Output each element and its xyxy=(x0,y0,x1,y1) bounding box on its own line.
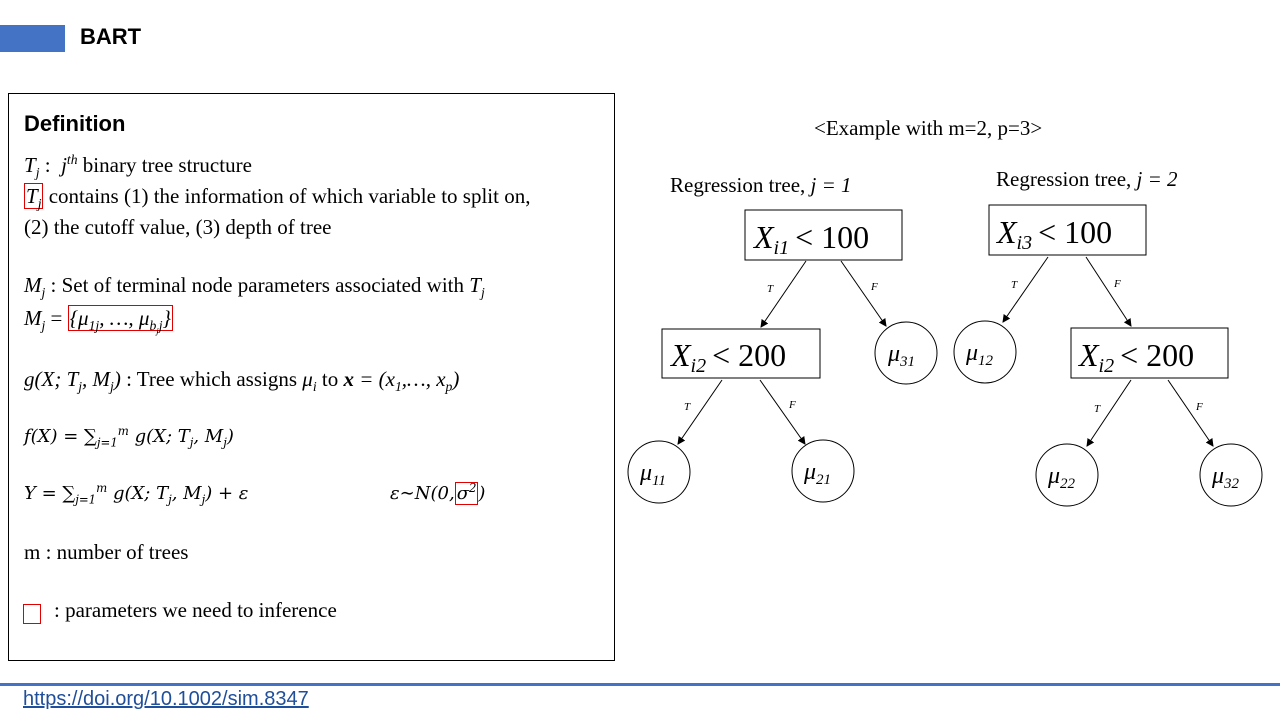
tree1-leaf-mu31 xyxy=(874,321,938,385)
tree2-leaf-mu22 xyxy=(1035,443,1099,507)
tree2-leaf-mu22-label: μ22 xyxy=(1047,463,1076,492)
title-accent-bar xyxy=(0,25,65,52)
legend-red-box xyxy=(23,604,41,624)
jth-symbol: jth xyxy=(61,152,78,177)
mj-set-highlight: {μ1j, …, μbjj} xyxy=(67,305,173,336)
tree1-root-false-label: F xyxy=(870,281,878,293)
tree2-root-false-edge xyxy=(1085,256,1132,327)
tree1-internal-true-label: T xyxy=(684,401,691,413)
example-title: <Example with m=2, p=3> xyxy=(814,116,1043,140)
definition-box xyxy=(8,93,615,661)
tree2-internal-false-label: F xyxy=(1195,401,1203,413)
tree1-leaf-mu31-label: μ31 xyxy=(887,341,915,370)
mj-symbol: Mj xyxy=(24,273,46,301)
y-model-equation: Y = ∑j=1m g(X; Tj, Mj) + ε xyxy=(24,481,249,507)
g-function: g(X; Tj, Mj) xyxy=(24,367,121,395)
tree1-root-node xyxy=(744,209,903,261)
g-definition-text: : Tree which assigns xyxy=(126,367,298,391)
definition-heading: Definition xyxy=(24,111,126,136)
tree2-leaf-mu32 xyxy=(1199,443,1263,507)
tj-symbol-2: Tj xyxy=(469,273,485,301)
m-trees-line: m : number of trees xyxy=(24,540,189,564)
tj-definition-text: binary tree structure xyxy=(82,153,252,177)
mj-set-line: Mj = {μ1j, …, μbjj} xyxy=(24,305,173,336)
tree2-internal-true-edge xyxy=(1086,379,1132,447)
mj-symbol-2: Mj xyxy=(24,306,46,334)
legend-text: : parameters we need to inference xyxy=(54,598,337,622)
tree1-root-label: Xi1< 100 xyxy=(752,219,869,259)
g-to-text: to xyxy=(321,367,339,391)
bottom-accent-rule xyxy=(0,683,1280,686)
tree2-title: Regression tree, j = 2 xyxy=(996,167,1178,191)
tree1-internal-false-edge xyxy=(759,379,806,445)
error-distribution: ε∼N(0,σ2) xyxy=(390,481,486,505)
tree1-root-false-edge xyxy=(840,260,887,327)
mj-definition-line: Mj : Set of terminal node parameters ass… xyxy=(24,273,485,301)
tree1-leaf-mu11-label: μ11 xyxy=(639,460,666,489)
tree2-leaf-mu12-label: μ12 xyxy=(965,340,994,369)
tree1-root-true-label: T xyxy=(767,283,774,295)
tj-parameter-highlight: Tj xyxy=(24,183,44,212)
tree1-leaf-mu11 xyxy=(627,440,691,504)
tree2-internal-node xyxy=(1070,327,1229,379)
f-sum-equation: f(X) = ∑j=1m g(X; Tj, Mj) xyxy=(24,424,234,450)
doi-link[interactable]: https://doi.org/10.1002/sim.8347 xyxy=(23,688,309,710)
tree1-root-true-edge xyxy=(760,260,807,328)
tree2-internal-false-edge xyxy=(1167,379,1214,447)
tree2-internal-label: Xi2< 200 xyxy=(1077,337,1194,377)
tree2-root-true-edge xyxy=(1002,256,1049,323)
tree1-title: Regression tree, j = 1 xyxy=(670,173,852,197)
tree2-root-label: Xi3< 100 xyxy=(995,214,1112,254)
tj-definition-line: Tj : jth binary tree structure xyxy=(24,152,252,181)
tree1-internal-node xyxy=(661,328,821,379)
tree2-leaf-mu12 xyxy=(953,320,1017,384)
tj-contains-text: contains (1) the information of which va… xyxy=(48,184,531,208)
mj-definition-text: : Set of terminal node parameters associ… xyxy=(50,273,464,297)
tree1-internal-true-edge xyxy=(677,379,723,445)
mu-i-symbol: μi xyxy=(302,367,317,395)
tree2-root-true-label: T xyxy=(1011,279,1018,291)
tree1-leaf-mu21-label: μ21 xyxy=(803,459,831,488)
sigma-highlight: σ2 xyxy=(454,481,479,505)
tj-contains-line: Tj contains (1) the information of which… xyxy=(24,183,531,212)
tree2-root-node xyxy=(988,204,1147,256)
tree1-internal-false-label: F xyxy=(788,399,796,411)
tj-symbol: Tj xyxy=(24,153,40,181)
g-definition-line: g(X; Tj, Mj) : Tree which assigns μi to … xyxy=(24,367,459,395)
slide-title: BART xyxy=(80,24,142,49)
tj-contains-line-2: (2) the cutoff value, (3) depth of tree xyxy=(24,215,332,239)
x-vector: x = (x1,…, xp) xyxy=(343,367,460,395)
tree1-internal-label: Xi2< 200 xyxy=(669,337,786,377)
tree2-leaf-mu32-label: μ32 xyxy=(1211,463,1240,492)
tree1-leaf-mu21 xyxy=(791,439,855,503)
tree2-internal-true-label: T xyxy=(1094,403,1101,415)
tree2-root-false-label: F xyxy=(1113,278,1121,290)
